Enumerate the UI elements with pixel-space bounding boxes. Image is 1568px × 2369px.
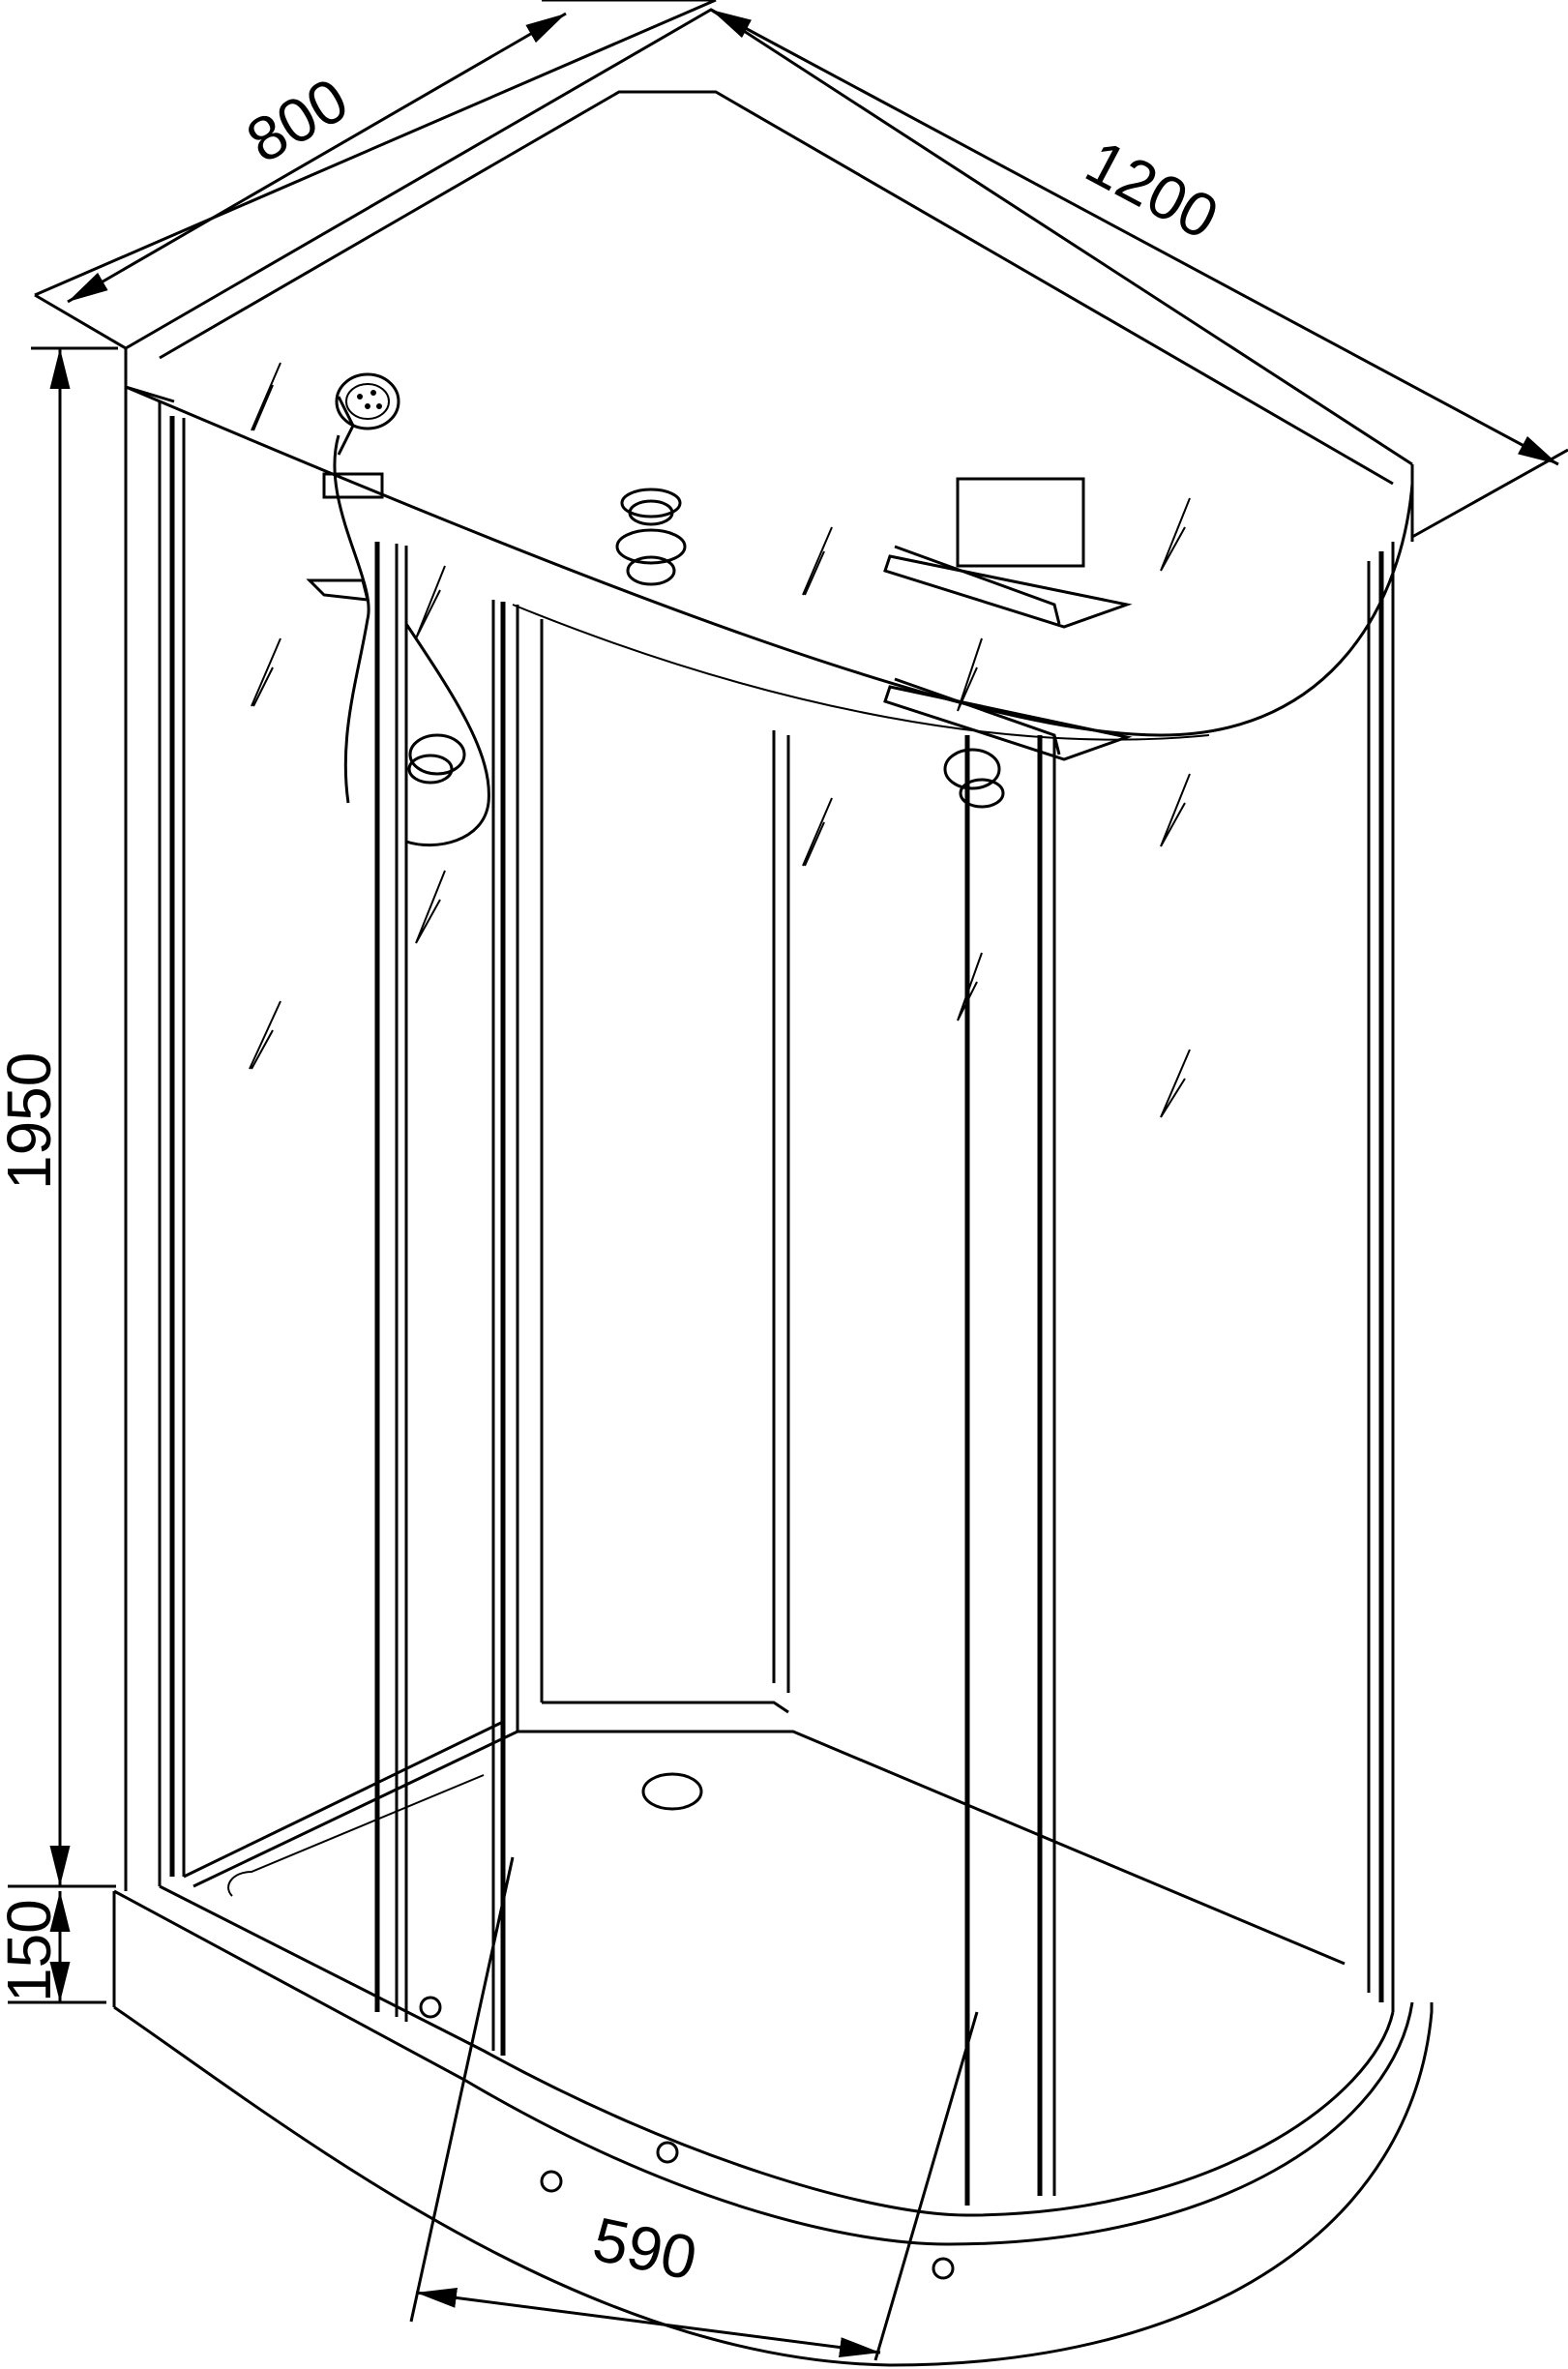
dimension-590 [409, 1856, 979, 2361]
dimension-800 [34, 0, 717, 350]
dimension-1200-label: 1200 [1075, 127, 1229, 252]
shower-head-icon [335, 372, 400, 456]
glass-reflection-marks [249, 362, 1191, 1118]
drain-icon [641, 1772, 703, 1811]
shower-holder-icon [306, 472, 384, 602]
right-frame [1367, 464, 1414, 2012]
glass-shelf-icon [883, 545, 1133, 761]
left-frame [124, 387, 186, 1891]
dimension-800-label: 800 [235, 64, 359, 176]
back-panel [183, 1701, 1346, 1966]
dimension-1200 [710, 8, 1568, 539]
dimension-1950 [8, 346, 118, 1888]
massage-jet-icon [407, 488, 1005, 809]
door-roller-icon [419, 1996, 955, 2280]
mirror-panel [956, 477, 1085, 568]
shower-tray [112, 1774, 1434, 2367]
dimension-150-label: 150 [0, 1899, 64, 2002]
dimension-1950-label: 1950 [0, 1052, 64, 1190]
dimension-150 [8, 1891, 106, 2004]
door-posts [374, 542, 1056, 2206]
dimension-590-label: 590 [587, 2204, 702, 2294]
